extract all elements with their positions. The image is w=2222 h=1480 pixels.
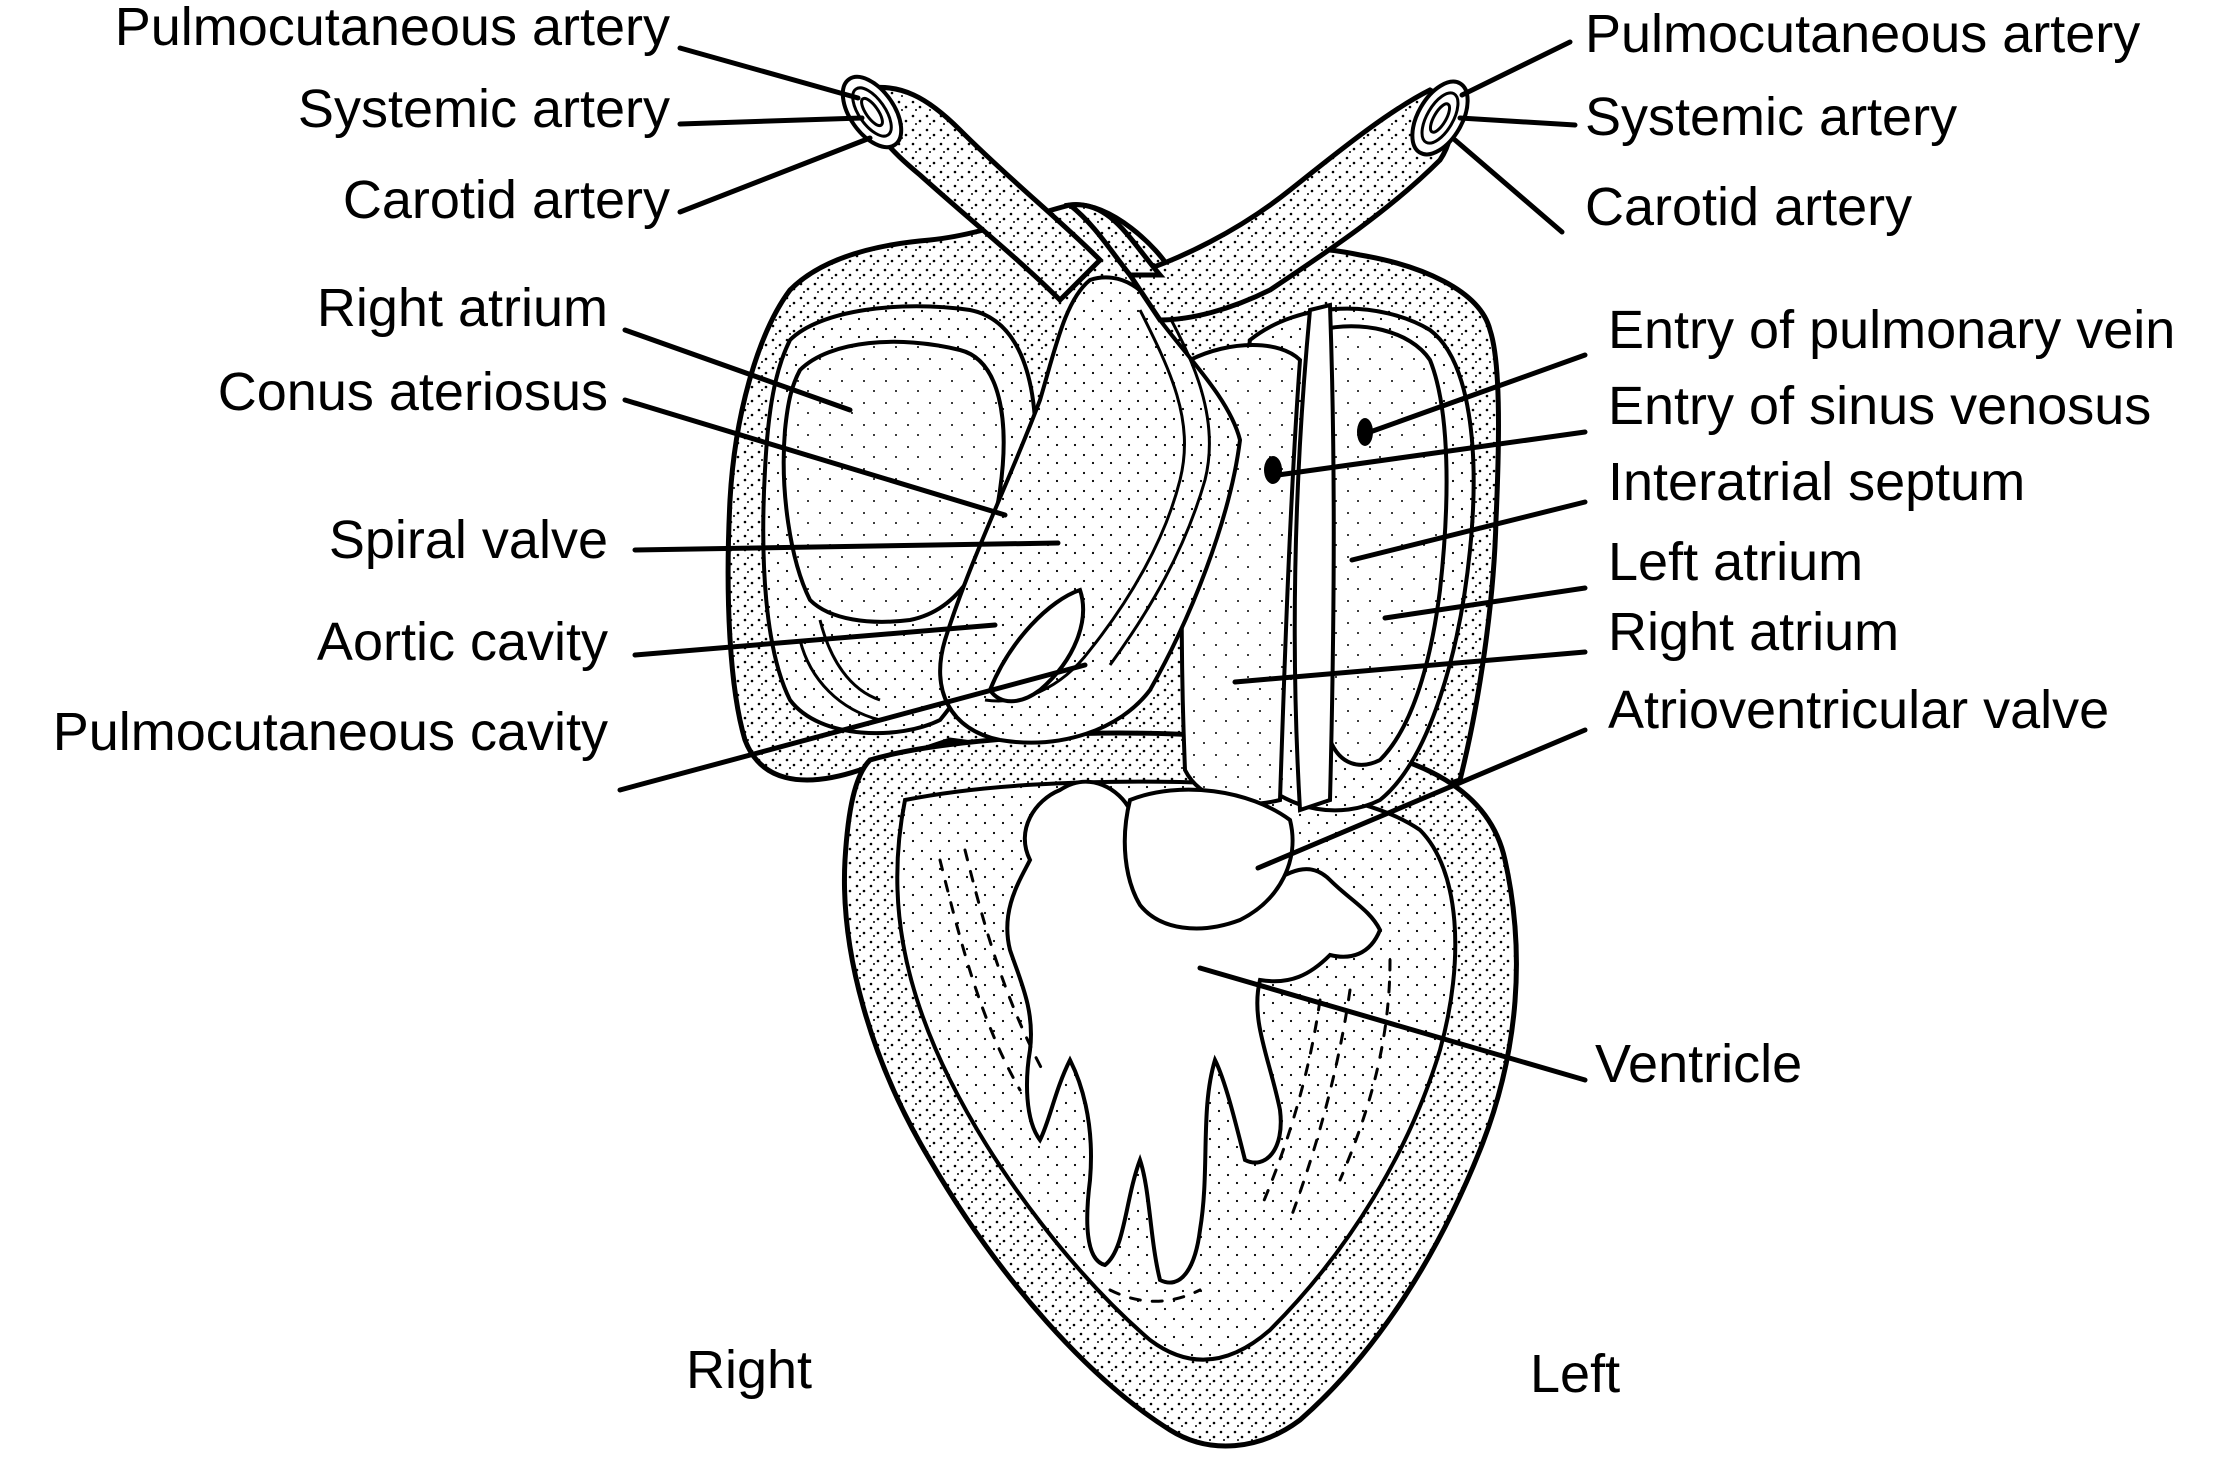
label-aortic-cavity: Aortic cavity	[317, 612, 608, 672]
leader-lines	[617, 39, 1588, 1083]
aortic-cavity-shape	[987, 587, 1086, 704]
labels-left: Pulmocutaneous artery Systemic artery Ca…	[53, 0, 670, 762]
label-left-atrium: Left atrium	[1608, 532, 1863, 592]
av-valve	[1122, 787, 1295, 931]
orientation-labels: Right Left	[686, 1340, 1620, 1404]
truncus-left-branch	[856, 84, 1104, 304]
label-pulmocutaneous-artery-right: Pulmocutaneous artery	[1585, 4, 2140, 64]
label-carotid-artery-right: Carotid artery	[1585, 177, 1912, 237]
labels-right: Pulmocutaneous artery Systemic artery Ca…	[1585, 4, 2175, 1094]
label-right-atrium-right: Right atrium	[1608, 602, 1899, 662]
label-pulmocutaneous-artery-left: Pulmocutaneous artery	[115, 0, 670, 57]
label-interatrial-septum: Interatrial septum	[1608, 452, 2025, 512]
left-artery-end	[840, 74, 904, 150]
label-pulmocutaneous-cavity: Pulmocutaneous cavity	[53, 702, 608, 762]
pulmonary-vein-entry	[1357, 418, 1373, 446]
label-entry-sinus-venosus: Entry of sinus venosus	[1608, 376, 2151, 436]
label-systemic-artery-right: Systemic artery	[1585, 87, 1957, 147]
heart-illustration	[725, 74, 1519, 1449]
label-side-left: Left	[1530, 1344, 1620, 1404]
truncus-right-branch	[1126, 87, 1454, 323]
sinus-venosus-entry	[1264, 456, 1282, 484]
label-right-atrium-left: Right atrium	[317, 278, 608, 338]
label-entry-pulmonary-vein: Entry of pulmonary vein	[1608, 300, 2175, 360]
spiral-valve-shape	[984, 309, 1186, 703]
label-conus-ateriosus: Conus ateriosus	[218, 362, 608, 422]
label-carotid-artery-left: Carotid artery	[343, 170, 670, 230]
label-systemic-artery-left: Systemic artery	[298, 79, 670, 139]
label-side-right: Right	[686, 1340, 812, 1400]
label-ventricle: Ventricle	[1595, 1034, 1802, 1094]
ventricle-lumen	[1005, 779, 1383, 1285]
label-atrioventricular-valve: Atrioventricular valve	[1608, 680, 2109, 740]
label-spiral-valve: Spiral valve	[329, 510, 608, 570]
conus-arteriosus	[938, 275, 1243, 745]
right-artery-end	[1410, 79, 1470, 157]
